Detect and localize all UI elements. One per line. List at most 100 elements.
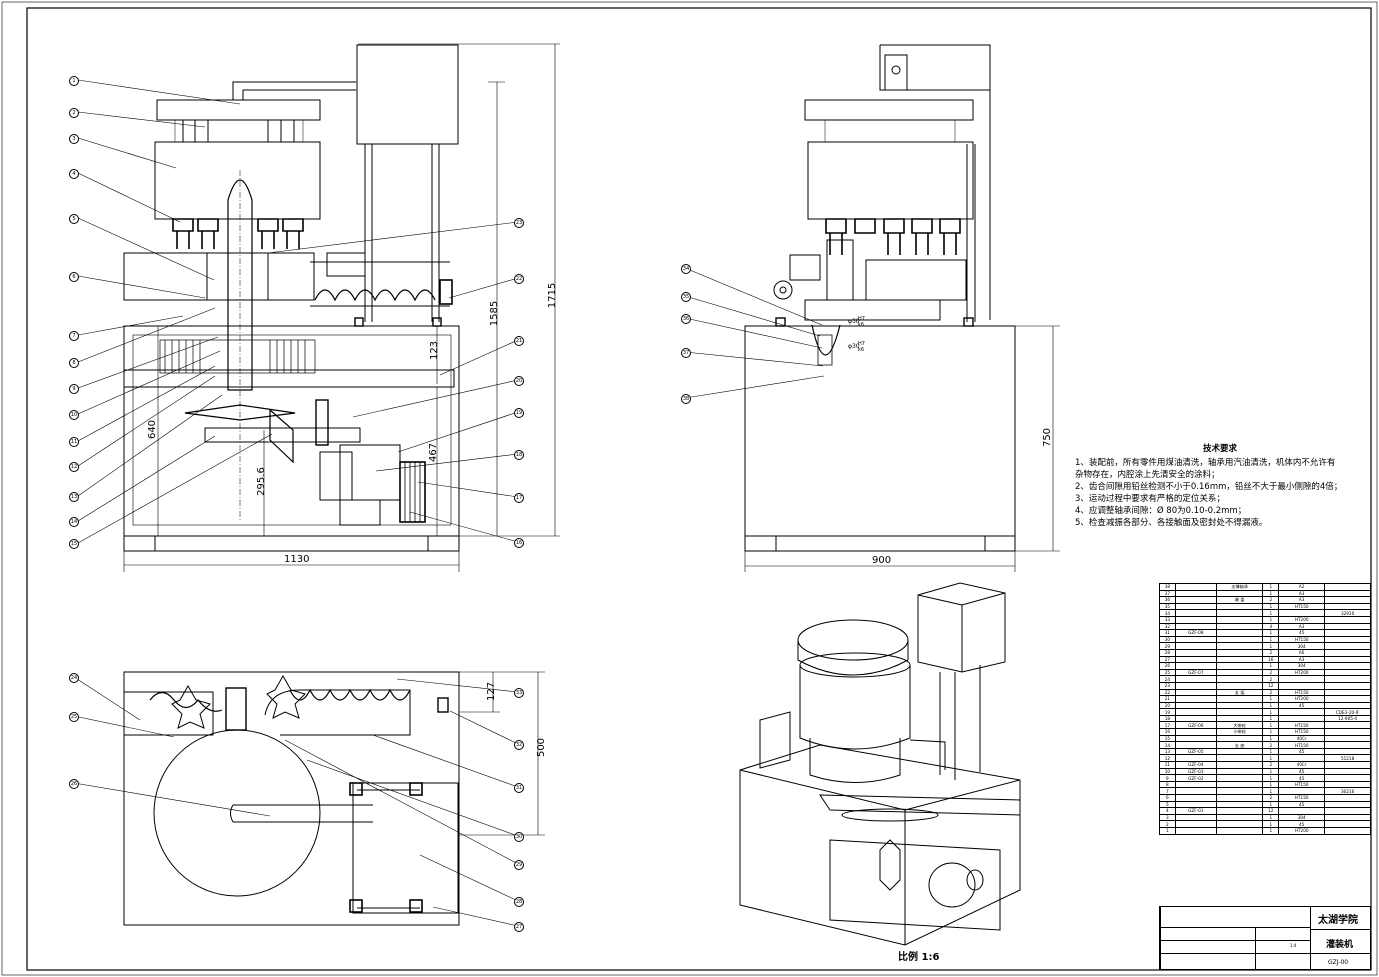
bom-cell — [1278, 807, 1326, 815]
bom-cell — [1324, 629, 1371, 637]
side-view — [744, 44, 1060, 572]
bom-cell — [1215, 813, 1264, 822]
bom-cell: 51218 — [1324, 754, 1371, 763]
bom-cell: 20 — [1159, 701, 1176, 710]
bom-cell: 2 — [1262, 688, 1280, 697]
bom-cell: 26 — [1159, 662, 1176, 670]
bom-cell — [1324, 635, 1371, 644]
note-line: 4、应调整轴承间隙：Ø 80为0.10-0.2mm； — [1075, 506, 1247, 516]
bom-cell: 1 — [1262, 662, 1280, 670]
bom-cell — [1174, 754, 1217, 763]
bom-cell — [1324, 701, 1371, 710]
bom-cell — [1174, 615, 1217, 624]
dim-467: 467 — [428, 442, 440, 463]
bom-cell — [1215, 615, 1264, 624]
bom-cell — [1215, 774, 1264, 782]
bom-cell: 1 — [1262, 721, 1280, 730]
bom-cell — [1324, 741, 1371, 749]
bom-cell: 支 架 — [1215, 688, 1264, 697]
bom-cell: 10 — [1159, 767, 1176, 776]
dim-1585: 1585 — [489, 300, 501, 327]
balloon-27: 27 — [514, 922, 524, 932]
bom-cell: 1 — [1262, 589, 1280, 598]
balloon-4: 4 — [69, 169, 79, 179]
bom-cell: 1 — [1262, 813, 1280, 822]
balloon-24: 24 — [69, 673, 79, 683]
bom-cell — [1215, 589, 1264, 598]
balloon-19: 19 — [514, 408, 524, 418]
bom-cell: 小带轮 — [1215, 728, 1264, 736]
bom-cell — [1324, 820, 1371, 828]
bom-cell — [1174, 734, 1217, 743]
bom-cell: HT150 — [1278, 741, 1326, 749]
bom-cell: 1 — [1262, 820, 1280, 828]
bom-cell: GZF-04 — [1174, 761, 1217, 769]
bom-cell: 1 — [1262, 754, 1280, 763]
bom-cell: 1 — [1262, 583, 1280, 591]
bom-cell: 1 — [1262, 787, 1280, 795]
bom-cell: 2 — [1262, 675, 1280, 683]
bom-cell: GZF-03 — [1174, 767, 1217, 776]
bom-cell: 45 — [1278, 820, 1326, 828]
balloon-34: 34 — [681, 264, 691, 274]
bom-cell — [1174, 609, 1217, 617]
bom-cell — [1174, 780, 1217, 789]
bom-cell — [1324, 615, 1371, 624]
bom-cell — [1215, 780, 1264, 789]
bom-cell: 32 — [1159, 622, 1176, 631]
bom-cell: 大带轮 — [1215, 721, 1264, 730]
bom-cell — [1324, 807, 1371, 815]
bom-cell: HT150 — [1278, 780, 1326, 789]
balloon-16: 16 — [514, 538, 524, 548]
bom-cell — [1324, 780, 1371, 789]
bom-cell — [1215, 648, 1264, 657]
bom-cell — [1215, 701, 1264, 710]
bom-cell: 6 — [1159, 794, 1176, 802]
balloon-2: 2 — [69, 108, 79, 118]
bom-cell: 1 — [1262, 609, 1280, 617]
bom-cell: 1 — [1262, 728, 1280, 736]
bom-cell: 1 — [1262, 602, 1280, 611]
bom-cell: 30 — [1159, 635, 1176, 644]
bom-cell: 2 — [1262, 648, 1280, 657]
bom-cell — [1174, 741, 1217, 749]
bom-cell — [1324, 681, 1371, 690]
balloon-26: 26 — [69, 779, 79, 789]
bom-cell: 304 — [1278, 642, 1326, 650]
bom-cell: 40Cr — [1278, 761, 1326, 769]
dim-750: 750 — [1042, 427, 1054, 448]
bom-cell — [1324, 662, 1371, 670]
bom-cell: 2 — [1262, 741, 1280, 749]
bom-cell: HT200 — [1278, 668, 1326, 677]
bom-cell: 支 座 — [1215, 741, 1264, 749]
bom-cell — [1278, 609, 1326, 617]
bom-cell: 45 — [1278, 747, 1326, 756]
bom-cell: 9 — [1159, 774, 1176, 782]
school-name: 太湖学院 — [1318, 915, 1358, 926]
bom-cell — [1215, 609, 1264, 617]
bom-cell: 1 — [1262, 800, 1280, 809]
technical-requirements: 技术要求 1、装配前，所有零件用煤油清洗，轴承用汽油清洗，机体内不允许有 杂物存… — [1075, 443, 1365, 529]
bom-cell: 16 — [1159, 728, 1176, 736]
bom-cell — [1324, 648, 1371, 657]
balloon-33: 33 — [514, 688, 524, 698]
bom-cell: 32910 — [1324, 609, 1371, 617]
balloon-11: 11 — [69, 437, 79, 447]
bom-cell — [1215, 602, 1264, 611]
bom-cell — [1174, 648, 1217, 657]
bom-cell: 35 — [1159, 602, 1176, 611]
bom-cell: 1 — [1262, 635, 1280, 644]
